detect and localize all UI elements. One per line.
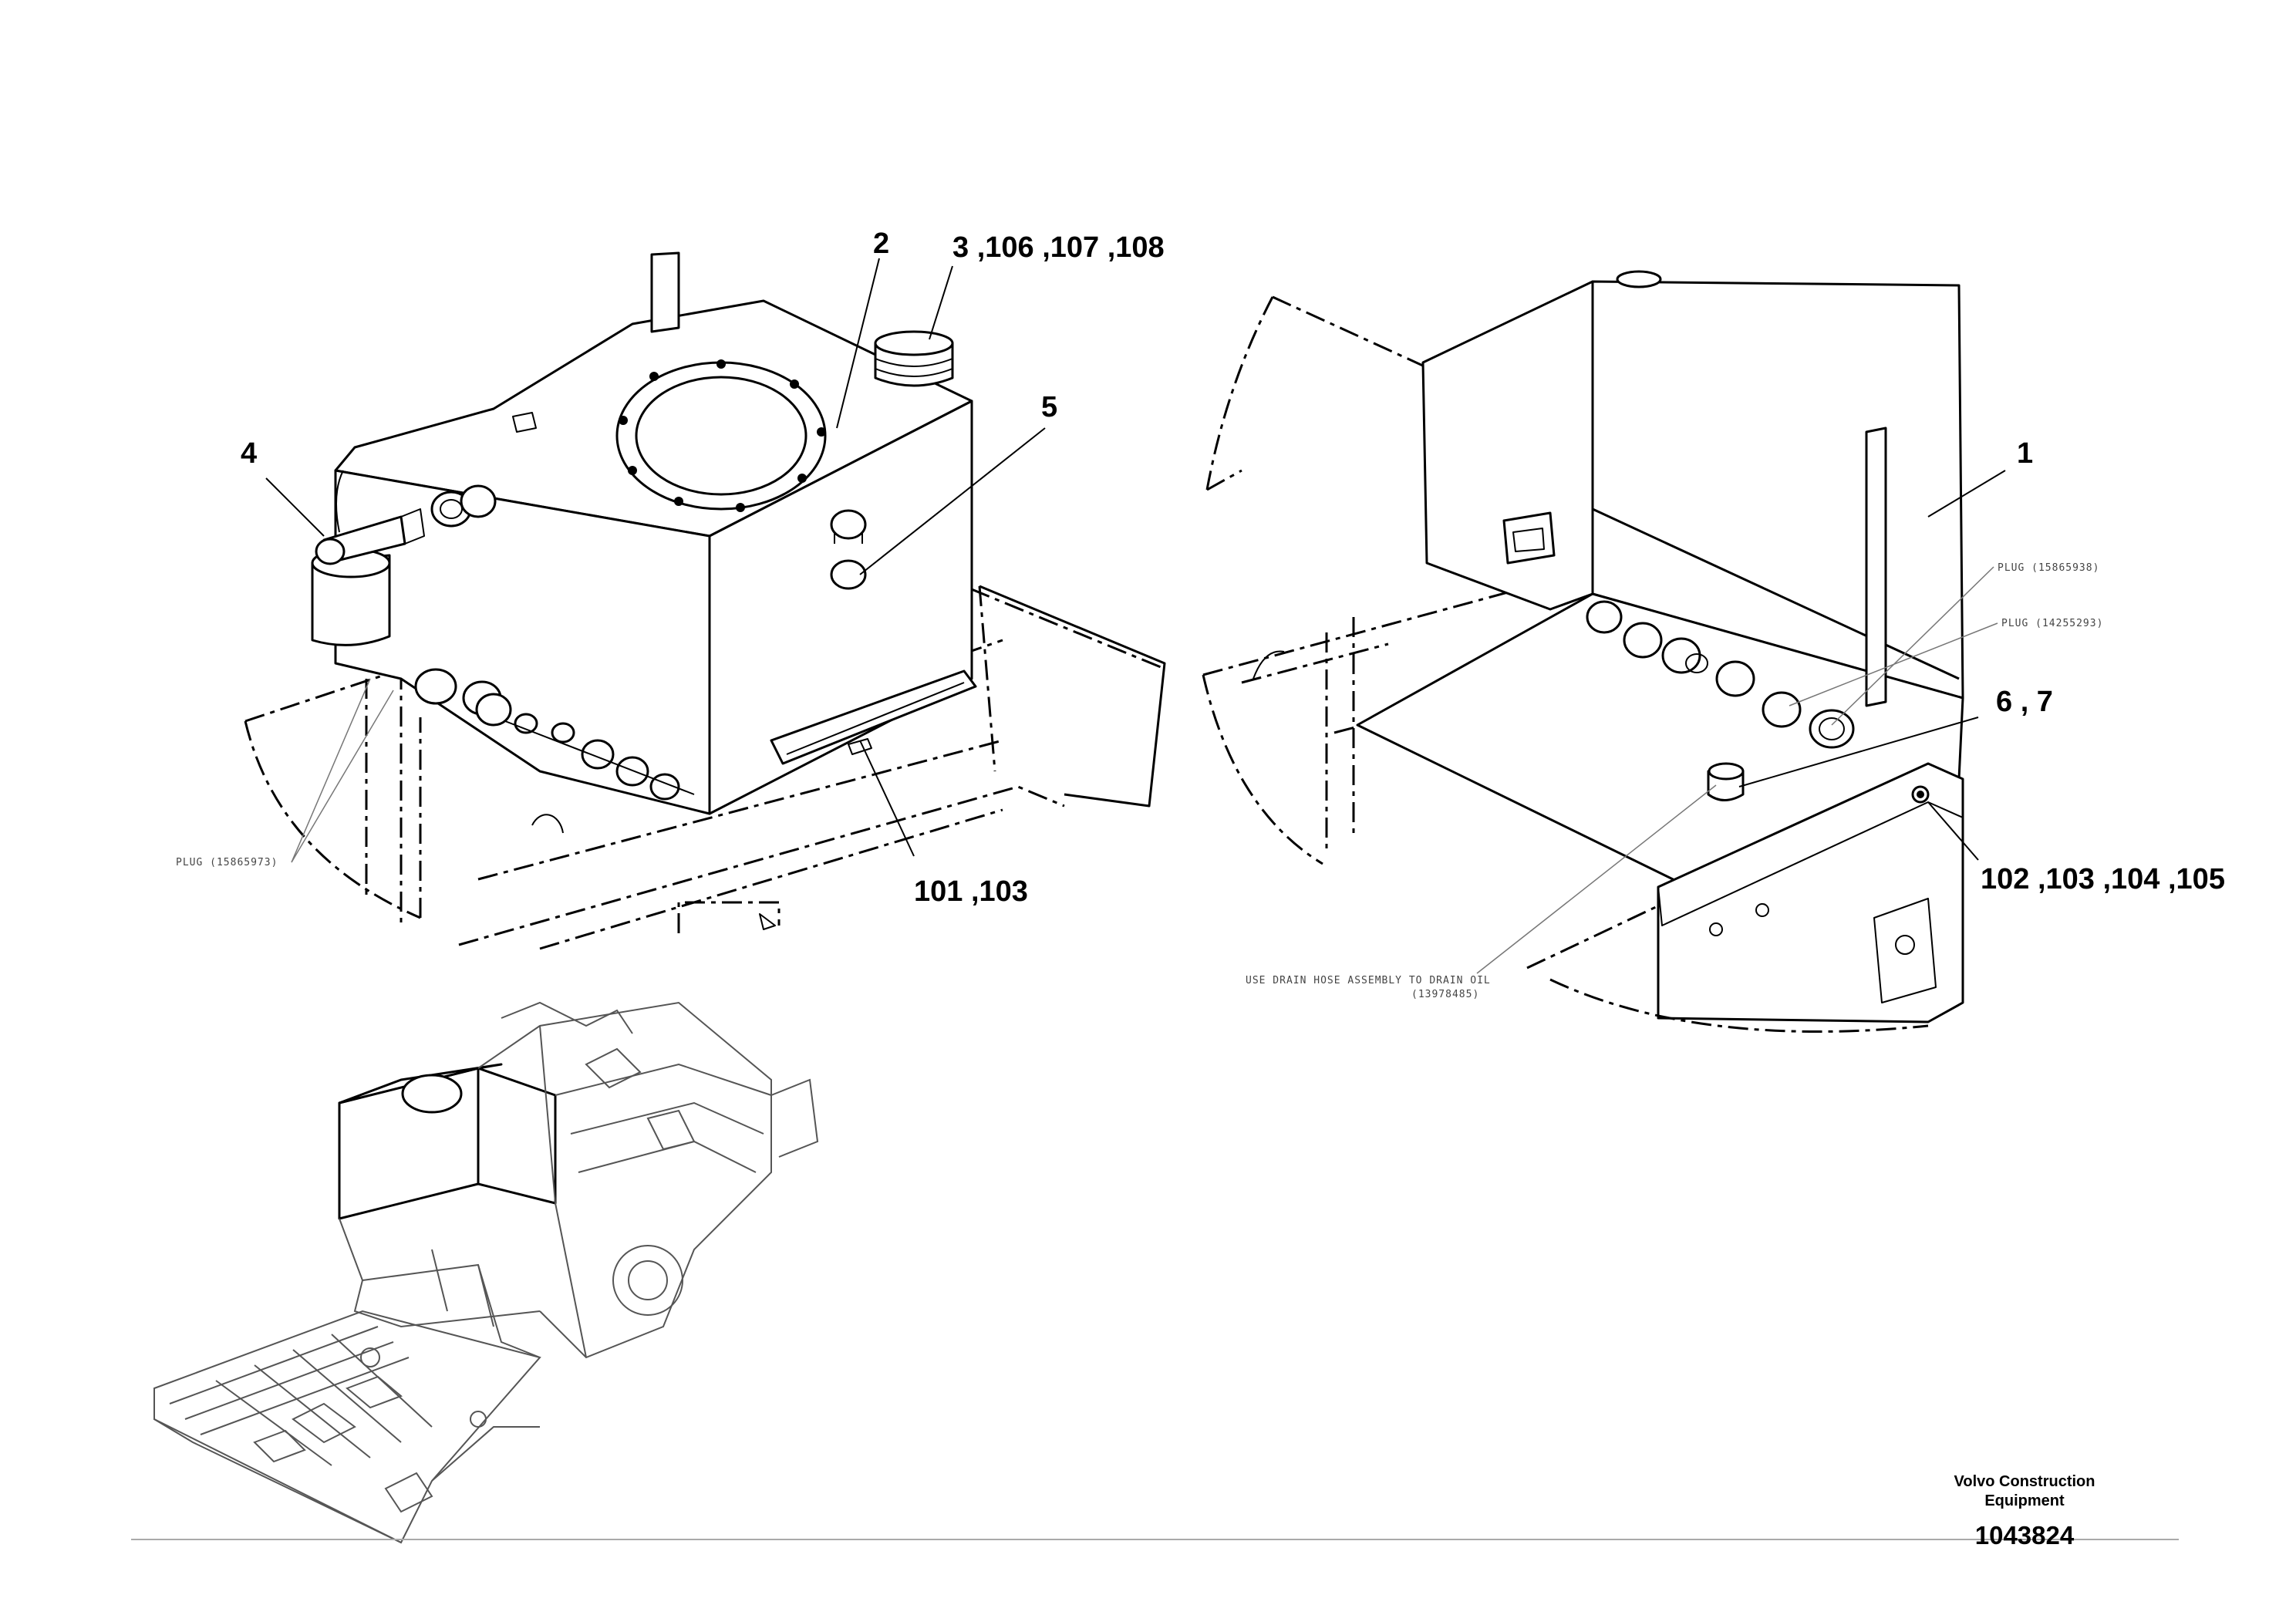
callout-102-105: 102 ,103 ,104 ,105 xyxy=(1981,863,2225,895)
callout-101-103: 101 ,103 xyxy=(914,875,1028,908)
bottom-bracket xyxy=(1549,762,1964,1033)
leaders-left xyxy=(265,258,1046,863)
leaders-right xyxy=(1476,470,2006,974)
frame-locator-view xyxy=(153,1001,819,1544)
return-filter xyxy=(311,470,425,646)
note-plug-right-1: PLUG (15865938) xyxy=(1998,562,2099,574)
title-block: Volvo Construction Equipment 1043824 xyxy=(131,1473,2179,1549)
sight-gauges xyxy=(830,509,867,590)
company-name-line1: Volvo Construction xyxy=(1954,1473,2095,1490)
hydraulic-tank-right xyxy=(1356,270,1964,1033)
tank-view-left xyxy=(244,251,1166,950)
callout-1: 1 xyxy=(2017,437,2033,470)
callout-2: 2 xyxy=(873,228,889,260)
port-fittings-left xyxy=(414,484,695,801)
note-drain-line-2: (13978485) xyxy=(1411,989,1479,1000)
callout-3: 3 ,106 ,107 ,108 xyxy=(952,231,1165,264)
note-drain-line-1: USE DRAIN HOSE ASSEMBLY TO DRAIN OIL xyxy=(1246,975,1491,986)
drain-plug xyxy=(1707,762,1745,801)
note-plug-left: PLUG (15865973) xyxy=(176,857,278,868)
callout-6-7: 6 , 7 xyxy=(1996,686,2053,718)
tank-cover-plate xyxy=(635,376,807,496)
drawing-notes: PLUG (15865973) PLUG (15865938) PLUG (14… xyxy=(176,562,2103,1000)
callout-5: 5 xyxy=(1041,391,1057,423)
hydraulic-tank-left xyxy=(311,251,977,815)
filler-breather-cap xyxy=(874,330,954,387)
drawing-number: 1043824 xyxy=(1975,1521,2075,1549)
company-name-line2: Equipment xyxy=(1984,1492,2065,1509)
callout-labels: 1 2 3 ,106 ,107 ,108 4 5 6 , 7 101 ,103 … xyxy=(241,228,2225,908)
callout-4: 4 xyxy=(241,437,257,470)
tank-view-right xyxy=(1202,270,2006,1033)
note-plug-right-2: PLUG (14255293) xyxy=(2001,618,2103,629)
cover-bolts xyxy=(619,359,826,512)
bottom-cover-plate xyxy=(770,669,977,765)
port-fittings-right xyxy=(1586,600,1855,749)
